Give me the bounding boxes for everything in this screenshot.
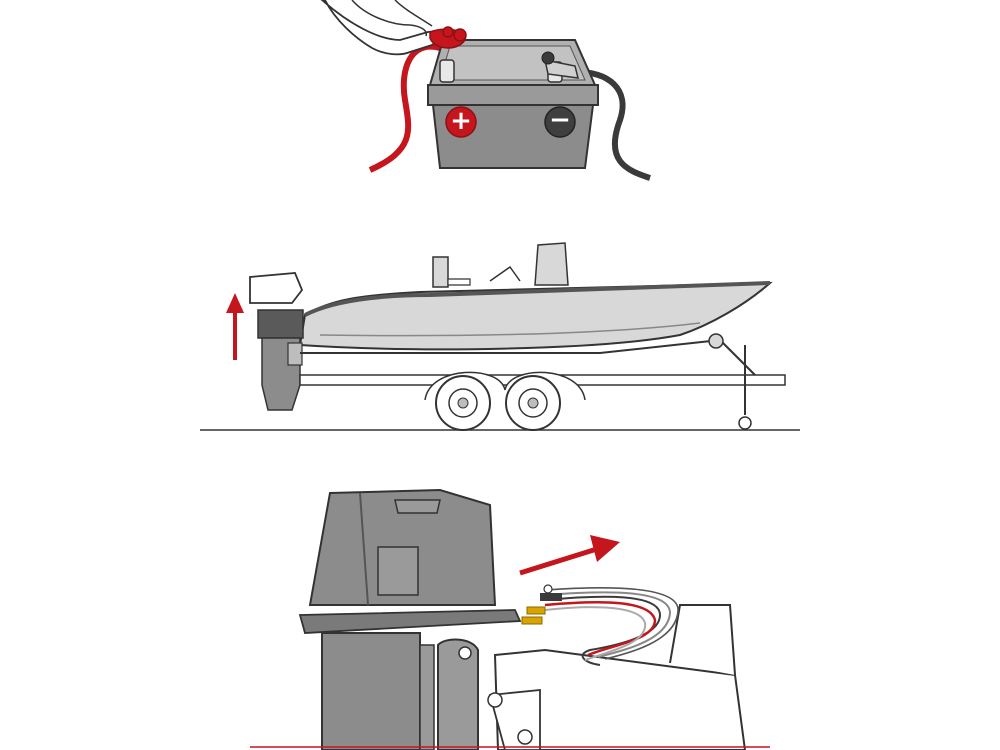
arrow-right-icon [519,535,620,576]
arrow-up-icon [226,293,244,360]
boat-transom [493,648,747,750]
motor-panel [0,445,1000,750]
motor-illustration [250,488,770,750]
minus-icon: − [544,105,576,138]
wire-harness [544,587,679,666]
plus-icon: + [445,106,477,138]
boat-seat [432,256,449,288]
positive-terminal [439,59,455,83]
trailer-wheel-front [435,375,491,431]
battery-illustration: + − [320,0,651,181]
boat-splashwell [669,604,736,676]
trailer-bunk [300,339,721,354]
motor-powerhead [257,309,304,339]
negative-clamp [544,59,579,79]
positive-cable [368,43,441,173]
steering-wheel-icon [489,265,521,282]
connector-plugs [521,584,562,625]
boat-console [534,242,569,286]
wing-nut-icon [541,51,555,65]
positive-label: + [450,106,472,136]
jack-wheel [738,416,752,430]
boat-panel [0,185,1000,445]
transom-bracket [437,638,479,750]
trailer-wheel-rear [505,375,561,431]
bow-roller [708,333,724,349]
motor-cowling [249,272,304,304]
boat-illustration [200,242,800,431]
boat-hull [298,281,773,351]
motor-midsection [321,632,421,750]
negative-label: − [549,105,571,135]
hand-icon [320,0,438,56]
negative-cable [569,68,651,181]
battery-panel: + − [0,0,1000,185]
